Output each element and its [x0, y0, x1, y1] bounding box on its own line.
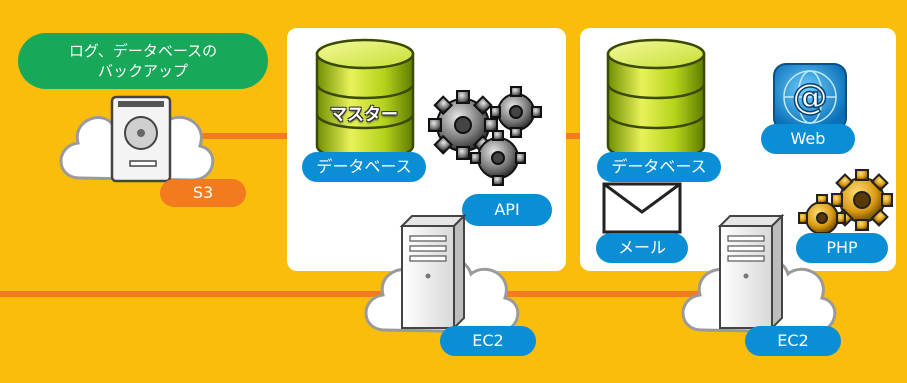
database-icon-right [606, 38, 706, 162]
at-sign-icon: @ [773, 63, 847, 131]
ec2-label-left: EC2 [440, 326, 536, 356]
api-label: API [462, 194, 552, 226]
web-label: Web [761, 124, 855, 154]
ec2-label-left-text: EC2 [472, 331, 504, 350]
backup-callout: ログ、データベースの バックアップ [18, 33, 268, 89]
mail-label-text: メール [617, 238, 666, 257]
envelope-icon [602, 182, 682, 234]
backup-callout-line1: ログ、データベースの [68, 42, 218, 60]
gears-icon [428, 86, 542, 186]
ec2-label-right: EC2 [745, 326, 841, 356]
database-label-left: データベース [302, 152, 426, 182]
web-label-text: Web [790, 129, 826, 148]
backup-callout-line2: バックアップ [97, 62, 188, 80]
s3-label-text: S3 [192, 183, 214, 202]
mail-label: メール [596, 233, 688, 263]
database-label-right: データベース [597, 152, 721, 182]
php-label-text: PHP [826, 238, 858, 257]
database-label-left-text: データベース [316, 157, 412, 176]
master-label: マスター [330, 105, 398, 125]
ec2-label-right-text: EC2 [777, 331, 809, 350]
server-icon-left [399, 214, 467, 331]
svg-text:@: @ [792, 77, 828, 118]
api-label-text: API [494, 200, 520, 219]
database-label-right-text: データベース [611, 157, 707, 176]
php-label: PHP [796, 233, 888, 263]
connector-main-bus [0, 291, 760, 297]
s3-label: S3 [160, 179, 246, 207]
php-gears-icon [798, 169, 893, 242]
hard-drive-icon [110, 95, 172, 183]
server-icon-right [717, 214, 785, 331]
database-icon-left [315, 38, 415, 162]
